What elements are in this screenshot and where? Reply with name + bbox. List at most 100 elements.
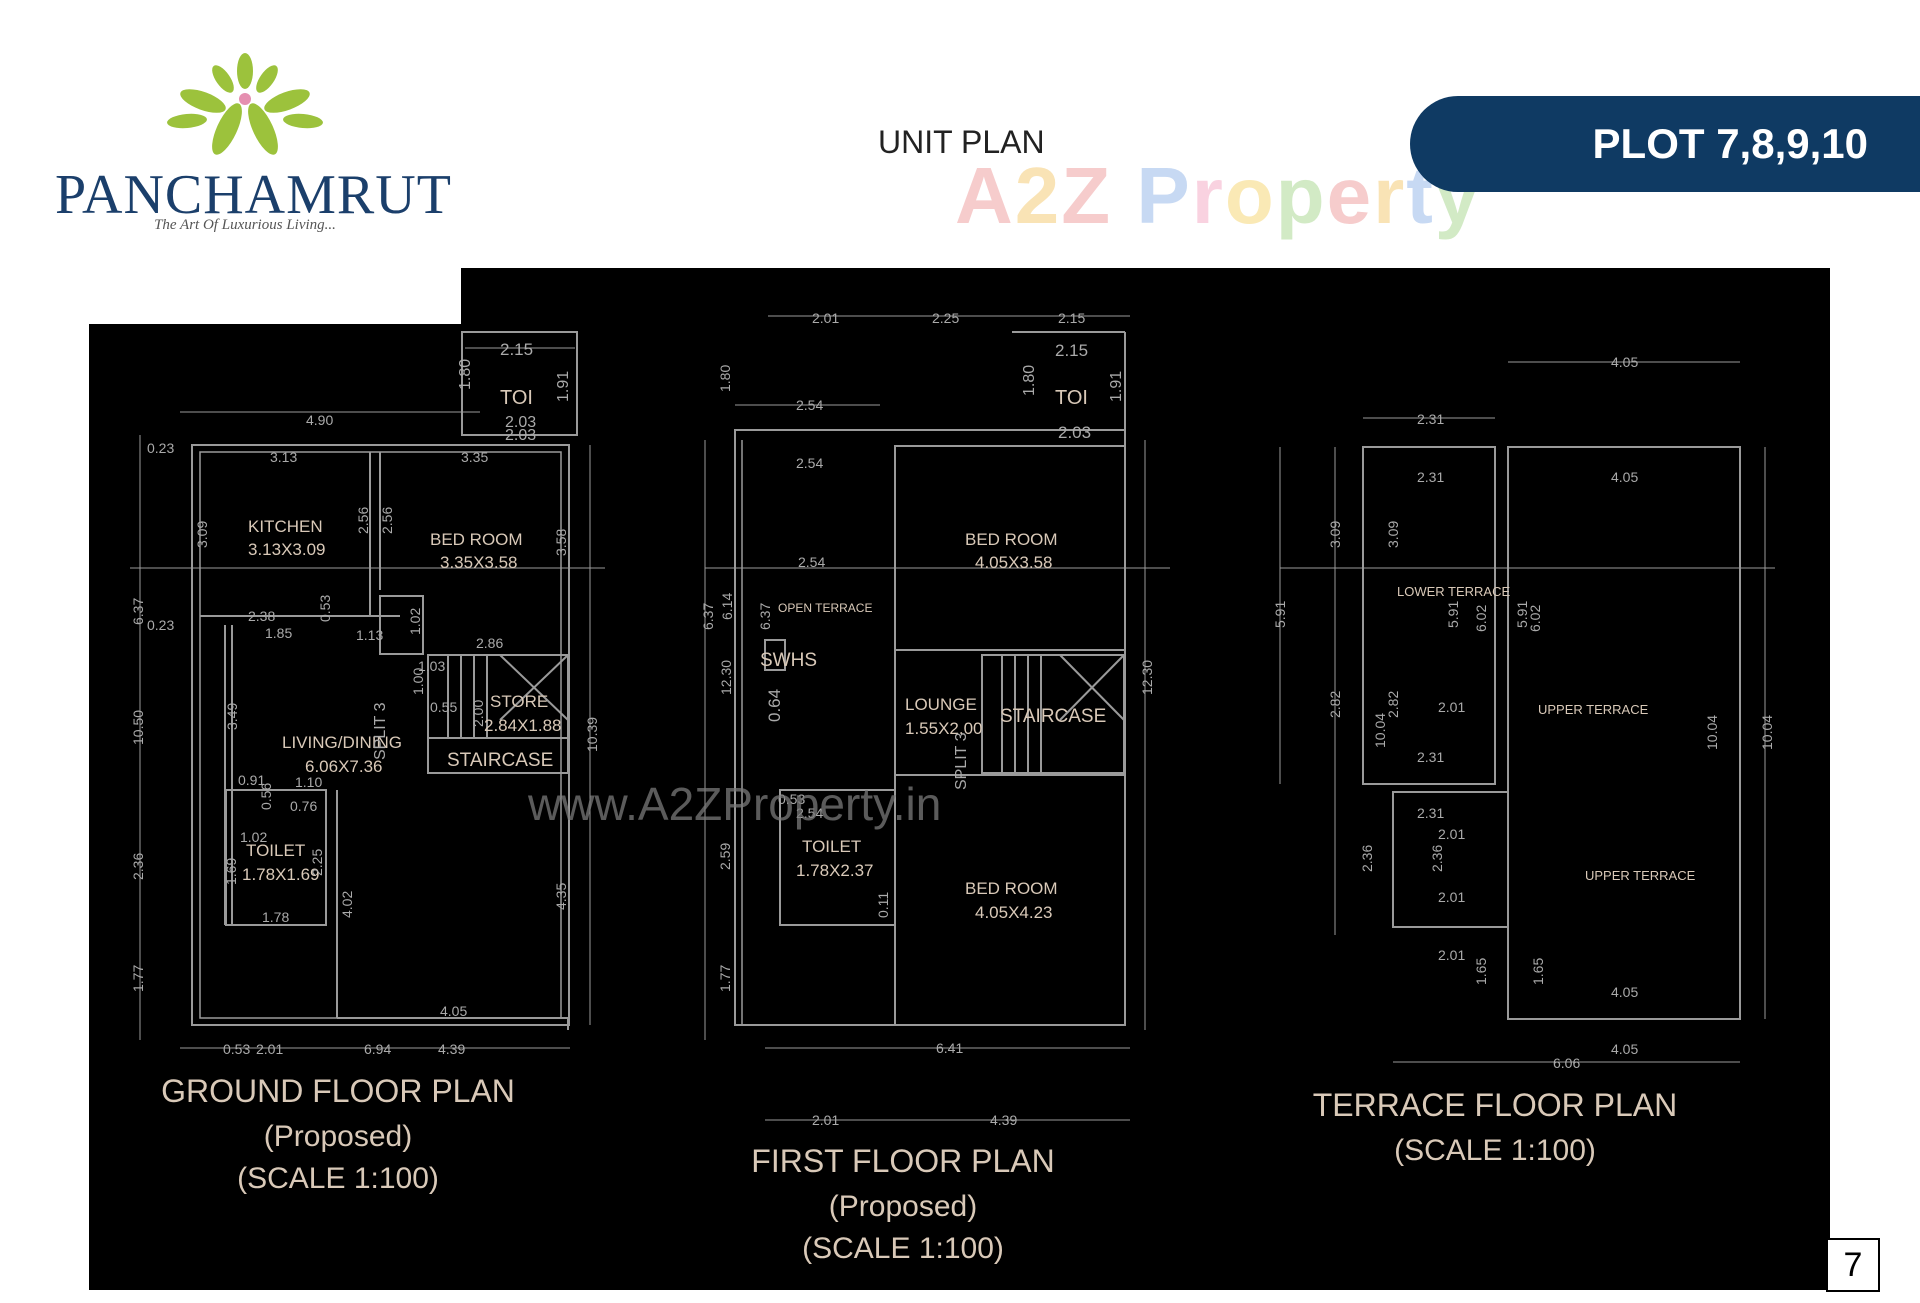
gf-dim: 4.35	[553, 883, 569, 910]
gf-dim: 0.53	[317, 595, 333, 622]
ground-floor-dimensions: 2.15 1.80 1.91 2.03 2.03 4.90 0.23 3.13 …	[130, 340, 600, 1057]
ff-dim: 2.59	[717, 843, 733, 870]
gf-store-label: STORE	[490, 692, 548, 711]
gf-dim: 1.10	[295, 774, 322, 790]
ground-floor-plan	[130, 331, 605, 1049]
ground-floor-title-block: GROUND FLOOR PLAN (Proposed) (SCALE 1:10…	[161, 1073, 515, 1195]
gf-dim: 0.91	[238, 772, 265, 788]
gf-dim: 2.86	[476, 635, 503, 651]
ff-dim: 2.54	[796, 397, 823, 413]
gf-dim: 1.80	[457, 359, 474, 390]
ff-dim: 12.30	[1139, 660, 1155, 695]
plot-label: PLOT 7,8,9,10	[1592, 120, 1868, 167]
brand-tagline: The Art Of Luxurious Living...	[154, 217, 336, 233]
tf-dim: 5.91	[1514, 601, 1530, 628]
gf-dim: 2.00	[470, 700, 486, 727]
ff-bedroom1-size: 4.05X3.58	[975, 553, 1053, 572]
ff-dim: 1.80	[1021, 365, 1038, 396]
tf-dim: 5.91	[1272, 601, 1288, 628]
ff-dim: 2.15	[1055, 341, 1088, 360]
ff-bedroom2-label: BED ROOM	[965, 879, 1058, 898]
ff-bedroom1-label: BED ROOM	[965, 530, 1058, 549]
ff-split-label: SPLIT 3	[953, 732, 970, 790]
tf-dim: 4.05	[1611, 984, 1638, 1000]
terrace-title-block: TERRACE FLOOR PLAN (SCALE 1:100)	[1313, 1087, 1678, 1167]
ff-dim: 2.54	[796, 455, 823, 471]
page-number: 7	[1826, 1238, 1880, 1292]
ff-dim: 12.30	[718, 660, 734, 695]
gf-dim: 10.39	[584, 717, 600, 752]
tf-dim: 2.01	[1438, 947, 1465, 963]
tf-dim: 10.04	[1759, 715, 1775, 750]
tf-dim: 3.09	[1385, 521, 1401, 548]
gf-dim: 2.56	[355, 507, 371, 534]
tf-dim: 6.02	[1527, 605, 1543, 632]
ff-dim: 0.11	[875, 892, 891, 918]
gf-dim: 3.09	[194, 521, 210, 548]
gf-dim: 4.39	[438, 1041, 465, 1057]
brand-name: PANCHAMRUT	[55, 164, 452, 226]
ff-toilet-label: TOILET	[802, 837, 861, 856]
tf-upper-terrace-label: UPPER TERRACE	[1538, 702, 1649, 717]
gf-dim: 0.56	[258, 783, 274, 810]
ff-dim: 2.01	[812, 1112, 839, 1128]
ff-dim: 1.80	[717, 365, 733, 392]
ff-staircase-label: STAIRCASE	[1000, 706, 1106, 727]
tf-dim: 2.82	[1327, 691, 1343, 718]
gf-dim: 1.13	[356, 627, 383, 643]
ff-scale: (SCALE 1:100)	[802, 1232, 1004, 1265]
gf-living-label: LIVING/DINING	[282, 733, 402, 752]
ff-dim: 6.41	[936, 1040, 963, 1056]
gf-dim: 2.36	[130, 853, 146, 880]
gf-toilet-size: 1.78X1.69	[242, 865, 320, 884]
gf-living-size: 6.06X7.36	[305, 757, 383, 776]
ground-floor-room-labels: TOI KITCHEN 3.13X3.09 BED ROOM 3.35X3.58…	[242, 387, 562, 884]
ff-dim: 6.14	[719, 593, 735, 620]
ff-dim: 0.53	[778, 791, 805, 807]
gf-dim: 0.55	[430, 699, 457, 715]
tf-dim: 2.01	[1438, 699, 1465, 715]
tf-dim: 1.65	[1473, 958, 1489, 985]
gf-dim: 1.00	[410, 668, 426, 695]
ff-dim: 2.03	[1058, 423, 1091, 442]
gf-dim: 6.94	[364, 1041, 391, 1057]
first-floor-plan	[704, 315, 1170, 1121]
gf-store-size: 2.84X1.88	[484, 716, 562, 735]
gf-kitchen-size: 3.13X3.09	[248, 540, 326, 559]
plot-label-tab: PLOT 7,8,9,10	[1410, 96, 1920, 192]
gf-dim: 3.58	[553, 529, 569, 556]
gf-dim: 0.23	[147, 617, 174, 633]
tf-title: TERRACE FLOOR PLAN	[1313, 1087, 1678, 1123]
ff-toi-label: TOI	[1055, 387, 1088, 409]
gf-dim: 2.03	[505, 427, 536, 444]
terrace-room-labels: LOWER TERRACE UPPER TERRACE UPPER TERRAC…	[1397, 584, 1696, 883]
gf-dim: 3.13	[270, 449, 297, 465]
gf-dim: 1.02	[240, 829, 267, 845]
gf-dim: 2.01	[256, 1041, 283, 1057]
tf-dim: 5.91	[1445, 601, 1461, 628]
ff-dim: 0.64	[765, 689, 784, 722]
ff-dim: 2.15	[1058, 310, 1085, 326]
tf-dim: 2.01	[1438, 826, 1465, 842]
tf-dim: 10.04	[1372, 713, 1388, 748]
gf-dim: 0.76	[290, 798, 317, 814]
ff-dim: 4.39	[990, 1112, 1017, 1128]
tf-dim: 6.06	[1553, 1055, 1580, 1071]
terrace-dimensions: 4.05 2.31 2.31 4.05 3.09 3.09 5.91 5.91 …	[1272, 354, 1775, 1071]
gf-dim: 2.56	[379, 507, 395, 534]
ff-bedroom2-size: 4.05X4.23	[975, 903, 1053, 922]
first-floor-room-labels: TOI BED ROOM 4.05X3.58 OPEN TERRACE SWHS…	[760, 387, 1106, 922]
gf-dim: 1.91	[555, 371, 572, 402]
gf-staircase-label: STAIRCASE	[447, 750, 553, 771]
ff-dim: 6.37	[700, 603, 716, 630]
tf-dim: 1.65	[1530, 958, 1546, 985]
tf-scale: (SCALE 1:100)	[1394, 1134, 1596, 1167]
ff-dim: 1.91	[1108, 371, 1125, 402]
watermark-url: www.A2ZProperty.in	[527, 778, 941, 830]
gf-dim: 1.85	[265, 625, 292, 641]
gf-subtitle: (Proposed)	[264, 1120, 412, 1153]
ff-dim: 2.54	[796, 805, 823, 821]
gf-dim: 1.78	[262, 909, 289, 925]
gf-dim: 2.38	[248, 608, 275, 624]
